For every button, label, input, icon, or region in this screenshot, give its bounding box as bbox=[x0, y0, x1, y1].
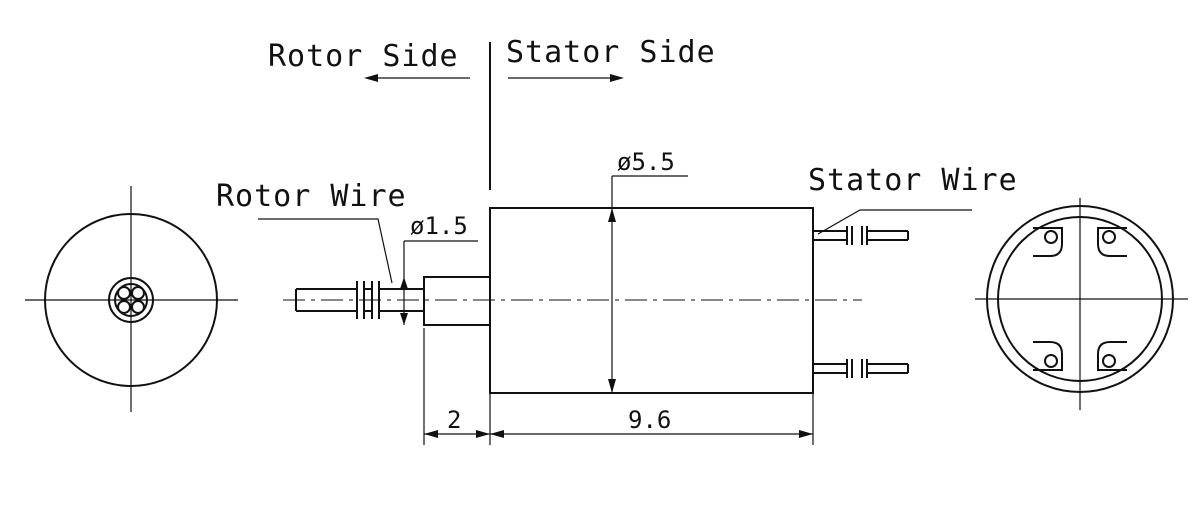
stator-wire-leader bbox=[817, 209, 972, 235]
stator-side-label: Stator Side bbox=[506, 35, 716, 70]
rotor-wire-leader bbox=[258, 218, 393, 284]
rotor-end-view bbox=[25, 186, 238, 412]
rotor-wire-bundle bbox=[108, 277, 154, 323]
rotor-diameter-label: ø1.5 bbox=[410, 212, 468, 240]
rotor-diameter-dimension bbox=[400, 240, 478, 325]
side-view bbox=[258, 42, 972, 445]
body-diameter-dimension bbox=[608, 175, 688, 393]
stator-body bbox=[489, 207, 814, 394]
stator-wires bbox=[813, 226, 909, 378]
body-length-label: 9.6 bbox=[628, 406, 671, 434]
body-diameter-label: ø5.5 bbox=[617, 148, 675, 176]
length-dimensions bbox=[423, 328, 814, 445]
rotor-shaft bbox=[423, 276, 491, 326]
rotor-wires bbox=[295, 281, 424, 319]
rotor-side-label: Rotor Side bbox=[268, 39, 459, 74]
stator-end-view bbox=[975, 198, 1188, 410]
rotor-length-label: 2 bbox=[447, 406, 461, 434]
rotor-wire-label: Rotor Wire bbox=[216, 179, 407, 214]
stator-wire-label: Stator Wire bbox=[808, 163, 1018, 198]
